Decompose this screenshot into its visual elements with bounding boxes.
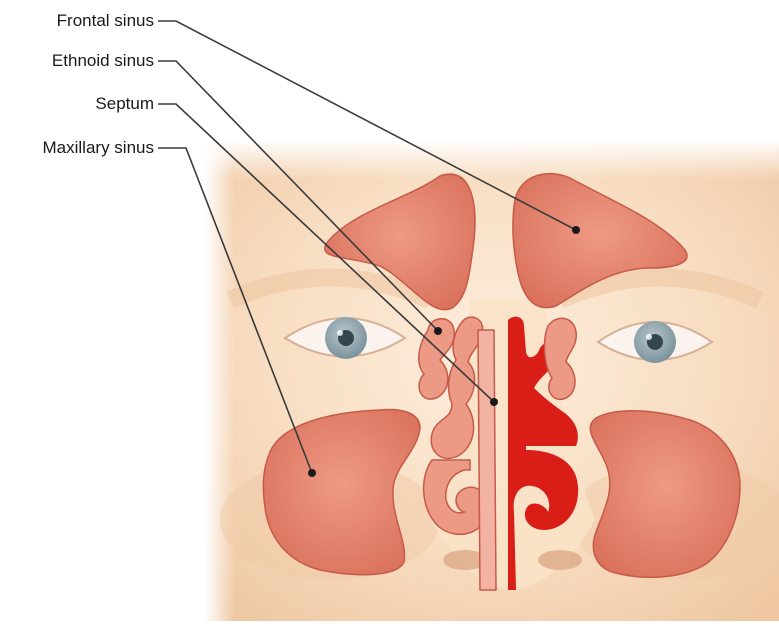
- label-maxillary-sinus: Maxillary sinus: [4, 138, 154, 158]
- label-ethmoid-sinus: Ethnoid sinus: [4, 51, 154, 71]
- label-frontal-sinus: Frontal sinus: [4, 11, 154, 31]
- dot-frontal: [572, 226, 580, 234]
- label-septum: Septum: [4, 94, 154, 114]
- dot-septum: [490, 398, 498, 406]
- dot-maxillary: [308, 469, 316, 477]
- maxillary-sinus-right: [590, 411, 740, 578]
- dot-ethmoid: [434, 327, 442, 335]
